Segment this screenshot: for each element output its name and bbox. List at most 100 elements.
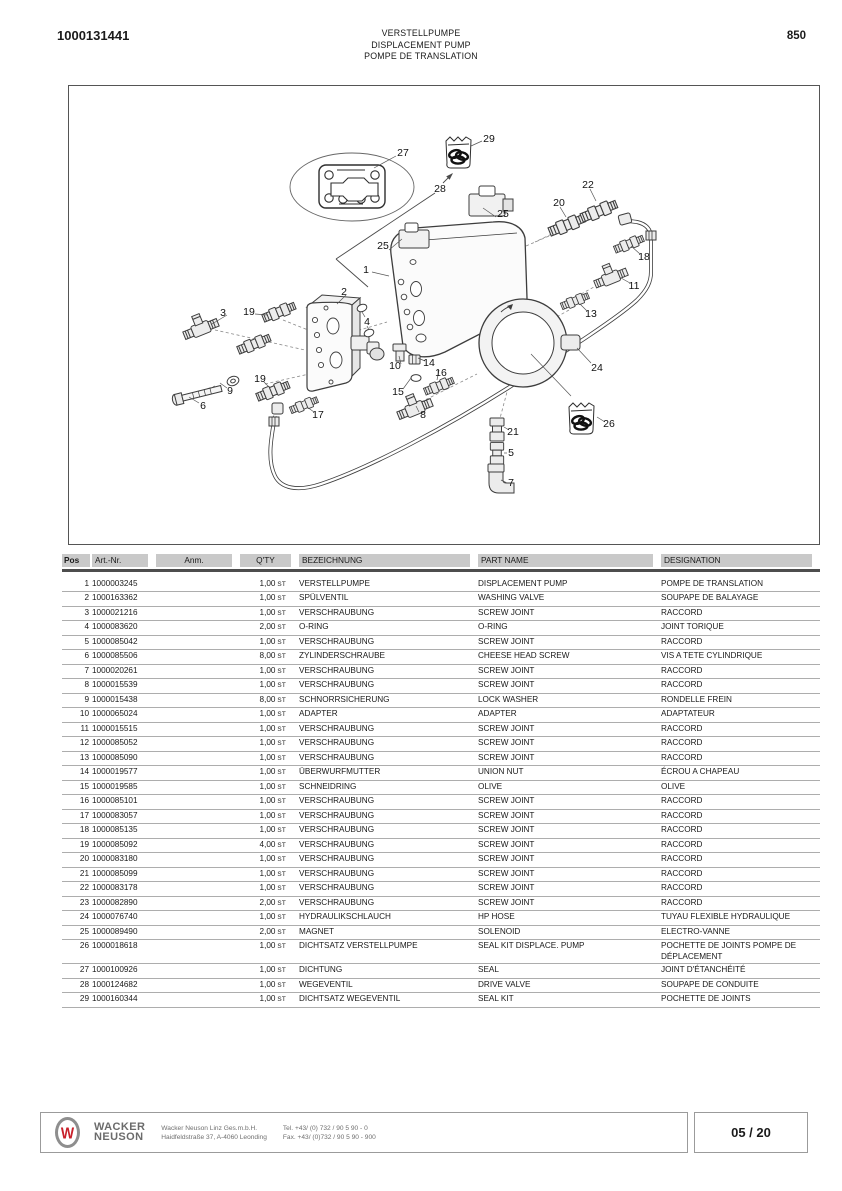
cell-des: RACCORD — [661, 736, 820, 752]
cell-pos: 26 — [62, 939, 92, 964]
cell-art: 1000085042 — [92, 635, 156, 650]
cell-part: DRIVE VALVE — [478, 978, 661, 993]
cell-art: 1000083180 — [92, 852, 156, 868]
column-header-part: PART NAME — [478, 554, 661, 572]
cell-anm — [156, 823, 240, 839]
cell-art: 1000019585 — [92, 780, 156, 795]
cell-anm — [156, 925, 240, 940]
callout-label-27: 27 — [397, 147, 409, 159]
column-header-art: Art.-Nr. — [92, 554, 156, 572]
cell-qty: 1,00 ST — [240, 963, 299, 979]
cell-anm — [156, 577, 240, 592]
cell-bez: MAGNET — [299, 925, 478, 940]
cell-qty: 2,00 ST — [240, 620, 299, 636]
cell-part: SOLENOID — [478, 925, 661, 940]
cell-art: 1000085135 — [92, 823, 156, 839]
cell-qty: 1,00 ST — [240, 707, 299, 723]
cell-art: 1000085052 — [92, 736, 156, 752]
callout-label-14: 14 — [423, 357, 435, 369]
cell-bez: O-RING — [299, 620, 478, 636]
callout-label-2: 2 — [341, 286, 347, 298]
cell-anm — [156, 852, 240, 868]
cell-bez: ÜBERWURFMUTTER — [299, 765, 478, 781]
exploded-diagram-drawing — [171, 135, 657, 494]
cell-anm — [156, 591, 240, 607]
cell-qty: 1,00 ST — [240, 939, 299, 964]
cell-des: POCHETTE DE JOINTS POMPE DE DÉPLACEMENT — [661, 939, 820, 964]
cell-qty: 1,00 ST — [240, 780, 299, 795]
callout-label-20: 20 — [553, 197, 565, 209]
cell-anm — [156, 751, 240, 766]
cell-art: 1000085090 — [92, 751, 156, 766]
cell-art: 1000076740 — [92, 910, 156, 926]
valve-block — [305, 294, 385, 392]
cell-bez: WEGEVENTIL — [299, 978, 478, 993]
cell-qty: 1,00 ST — [240, 794, 299, 810]
cell-des: ÉCROU A CHAPEAU — [661, 765, 820, 781]
document-number: 1000131441 — [57, 28, 130, 43]
cell-art: 1000085101 — [92, 794, 156, 810]
cell-part: SEAL KIT DISPLACE. PUMP — [478, 939, 661, 964]
cell-anm — [156, 963, 240, 979]
cell-anm — [156, 881, 240, 897]
title-german: VERSTELLPUMPE — [381, 28, 461, 38]
cell-art: 1000085092 — [92, 838, 156, 853]
column-header-pos: Pos — [62, 554, 92, 572]
cell-pos: 11 — [62, 722, 92, 737]
footer-company-box: W WACKER NEUSON Wacker Neuson Linz Ges.m… — [40, 1112, 688, 1153]
cell-pos: 1 — [62, 577, 92, 592]
cell-bez: VERSCHRAUBUNG — [299, 678, 478, 694]
cell-des: RACCORD — [661, 881, 820, 897]
cell-qty: 1,00 ST — [240, 867, 299, 882]
cell-bez: VERSCHRAUBUNG — [299, 606, 478, 621]
cell-art: 1000083178 — [92, 881, 156, 897]
cell-qty: 1,00 ST — [240, 809, 299, 824]
cell-qty: 1,00 ST — [240, 591, 299, 607]
title-french: POMPE DE TRANSLATION — [364, 51, 478, 61]
cell-qty: 1,00 ST — [240, 765, 299, 781]
cell-anm — [156, 722, 240, 737]
cell-art: 1000021216 — [92, 606, 156, 621]
cell-pos: 19 — [62, 838, 92, 853]
cell-pos: 13 — [62, 751, 92, 766]
cell-bez: VERSCHRAUBUNG — [299, 794, 478, 810]
cell-pos: 7 — [62, 664, 92, 679]
cell-bez: VERSCHRAUBUNG — [299, 664, 478, 679]
cell-bez: VERSCHRAUBUNG — [299, 751, 478, 766]
cell-anm — [156, 896, 240, 911]
cell-qty: 8,00 ST — [240, 649, 299, 665]
cell-pos: 27 — [62, 963, 92, 979]
cell-bez: SCHNEIDRING — [299, 780, 478, 795]
cell-art: 1000124682 — [92, 978, 156, 993]
cell-anm — [156, 838, 240, 853]
cell-anm — [156, 809, 240, 824]
cell-bez: ADAPTER — [299, 707, 478, 723]
cell-pos: 3 — [62, 606, 92, 621]
cell-bez: VERSCHRAUBUNG — [299, 881, 478, 897]
cell-bez: DICHTSATZ WEGEVENTIL — [299, 992, 478, 1008]
cell-part: CHEESE HEAD SCREW — [478, 649, 661, 665]
cell-part: ADAPTER — [478, 707, 661, 723]
cell-art: 1000018618 — [92, 939, 156, 964]
column-header-anm: Anm. — [156, 554, 240, 572]
cell-part: DISPLACEMENT PUMP — [478, 577, 661, 592]
seal-kit-bag-29 — [444, 135, 473, 170]
cell-qty: 1,00 ST — [240, 736, 299, 752]
cell-des: RACCORD — [661, 722, 820, 737]
cell-anm — [156, 707, 240, 723]
cell-part: SCREW JOINT — [478, 635, 661, 650]
cell-qty: 4,00 ST — [240, 838, 299, 853]
callout-label-25: 25 — [377, 240, 389, 252]
